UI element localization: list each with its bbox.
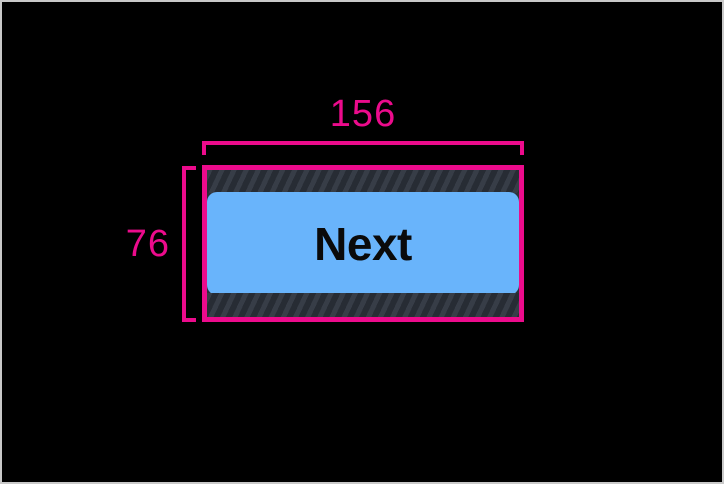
width-dimension-label: 156	[329, 93, 397, 135]
hatch-band-top-icon	[207, 170, 519, 193]
height-dimension-bracket	[182, 166, 196, 322]
button-assembly: Next	[207, 170, 519, 317]
height-dimension-label: 76	[125, 223, 170, 265]
width-dimension-bracket	[202, 141, 524, 155]
hatch-band-bottom-icon	[207, 293, 519, 317]
next-button-label: Next	[314, 217, 412, 270]
next-button[interactable]: Next	[207, 192, 519, 295]
